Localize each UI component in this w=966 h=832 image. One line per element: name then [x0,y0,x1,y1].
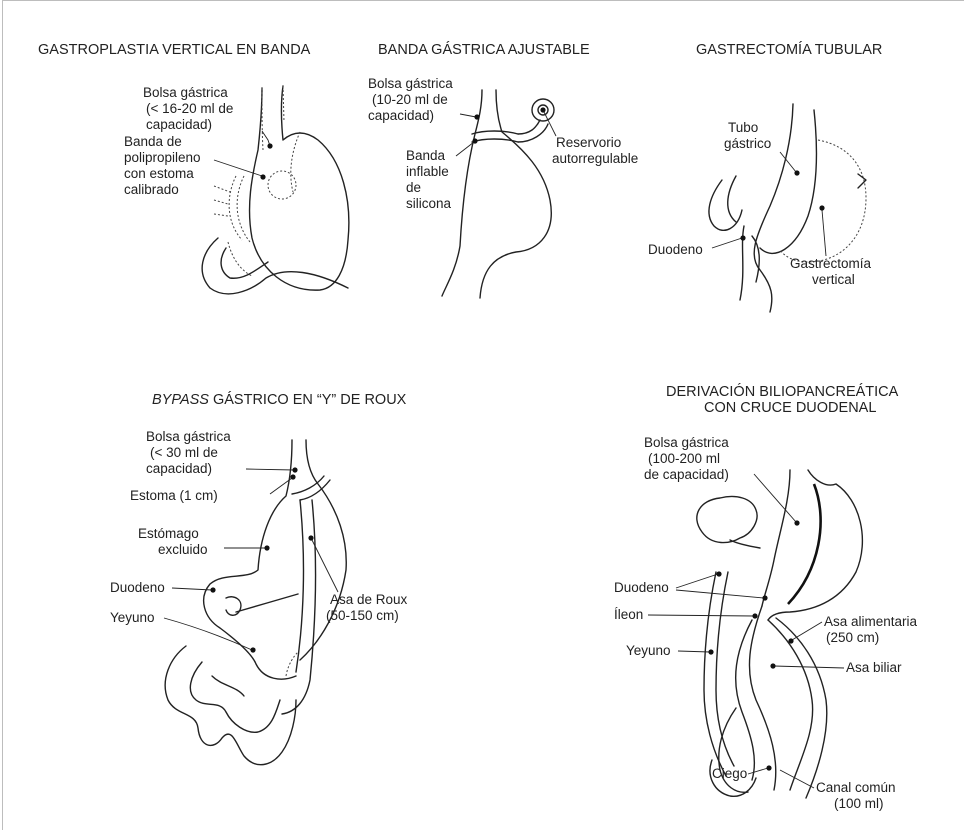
label-roux-pouch: Bolsa gástrica (< 30 ml de capacidad) [146,429,298,476]
title-roux-rest: GÁSTRICO EN “Y” DE ROUX [209,391,407,408]
label-bpd-biliary: Asa biliar [770,660,902,675]
svg-text:silicona: silicona [406,196,452,211]
svg-text:(< 16-20 ml de: (< 16-20 ml de [146,101,233,116]
label-roux-limb: Asa de Roux (50-150 cm) [308,535,407,623]
svg-text:autorregulable: autorregulable [552,151,638,166]
svg-text:gástrico: gástrico [724,136,771,151]
label-vbg-band: Banda de polipropileno con estoma calibr… [124,134,266,197]
svg-text:Yeyuno: Yeyuno [626,643,671,658]
svg-text:Ciego: Ciego [712,766,747,781]
svg-text:calibrado: calibrado [124,182,179,197]
svg-text:Íleon: Íleon [614,607,643,622]
label-band-pouch: Bolsa gástrica (10-20 ml de capacidad) [368,76,480,123]
svg-text:(100-200 ml: (100-200 ml [648,451,720,466]
label-bpd-pouch: Bolsa gástrica (100-200 ml de capacidad) [644,435,800,526]
title-roux-en-y-bypass: BYPASS GÁSTRICO EN “Y” DE ROUX [152,391,407,408]
label-bpd-alimentary: Asa alimentaria (250 cm) [788,614,917,645]
svg-text:Duodeno: Duodeno [110,580,165,595]
svg-text:Bolsa gástrica: Bolsa gástrica [368,76,453,91]
svg-text:vertical: vertical [812,272,855,287]
label-band-reservoir: Reservorio autorregulable [540,107,638,166]
panel-sleeve-gastrectomy: GASTRECTOMÍA TUBULAR Tubo gástrico Duode… [648,41,882,312]
svg-text:Gastrectomía: Gastrectomía [790,256,872,271]
svg-text:Yeyuno: Yeyuno [110,610,155,625]
label-bpd-ileum: Íleon [614,607,758,622]
svg-text:capacidad): capacidad) [146,461,212,476]
svg-text:polipropileno: polipropileno [124,150,201,165]
svg-text:Bolsa gástrica: Bolsa gástrica [143,85,228,100]
svg-text:con estoma: con estoma [124,166,194,181]
label-roux-excluded: Estómago excluido [138,526,270,557]
label-bpd-cecum: Ciego [712,765,772,781]
svg-text:Bolsa gástrica: Bolsa gástrica [146,429,231,444]
svg-text:de: de [406,180,421,195]
panel-adjustable-gastric-band: BANDA GÁSTRICA AJUSTABLE Bolsa gástrica … [368,41,638,298]
svg-text:Bolsa gástrica: Bolsa gástrica [644,435,729,450]
svg-text:Duodeno: Duodeno [614,580,669,595]
svg-text:inflable: inflable [406,164,449,179]
title-vertical-banded-gastroplasty: GASTROPLASTIA VERTICAL EN BANDA [38,42,311,58]
svg-text:(10-20 ml de: (10-20 ml de [372,92,448,107]
svg-text:de capacidad): de capacidad) [644,467,729,482]
svg-text:(< 30 ml de: (< 30 ml de [150,445,218,460]
svg-text:Canal común: Canal común [816,780,896,795]
svg-text:(250 cm): (250 cm) [826,630,879,645]
svg-text:Asa biliar: Asa biliar [846,660,902,675]
label-sleeve-duodenum: Duodeno [648,235,746,257]
panel-biliopancreatic-diversion: DERIVACIÓN BILIOPANCREÁTICA CON CRUCE DU… [614,383,918,811]
label-roux-stoma: Estoma (1 cm) [130,474,296,503]
svg-text:capacidad): capacidad) [146,117,212,132]
svg-text:excluido: excluido [158,542,208,557]
label-roux-jejunum: Yeyuno [110,610,256,653]
label-bpd-duodenum: Duodeno [614,571,768,600]
svg-text:capacidad): capacidad) [368,108,434,123]
svg-text:Banda: Banda [406,148,446,163]
svg-text:Asa de Roux: Asa de Roux [330,592,408,607]
label-roux-duodenum: Duodeno [110,580,216,595]
svg-text:(100 ml): (100 ml) [834,796,884,811]
stomach-drawing-band [442,90,554,298]
svg-text:Tubo: Tubo [728,120,758,135]
svg-text:Banda de: Banda de [124,134,182,149]
svg-text:Estómago: Estómago [138,526,199,541]
title-roux-italic: BYPASS [152,392,209,408]
title-biliopancreatic-line1: DERIVACIÓN BILIOPANCREÁTICA [666,383,899,400]
stomach-drawing-vbg [202,86,349,294]
title-biliopancreatic-line2: CON CRUCE DUODENAL [704,400,876,416]
panel-vertical-banded-gastroplasty: GASTROPLASTIA VERTICAL EN BANDA Bolsa gá… [38,42,349,294]
svg-text:Asa alimentaria: Asa alimentaria [824,614,918,629]
svg-text:(50-150 cm): (50-150 cm) [326,608,399,623]
label-bpd-jejunum: Yeyuno [626,643,714,658]
svg-text:Estoma (1 cm): Estoma (1 cm) [130,488,218,503]
title-adjustable-gastric-band: BANDA GÁSTRICA AJUSTABLE [378,41,590,58]
label-sleeve-vertical: Gastrectomía vertical [790,205,872,287]
panel-roux-en-y-bypass: BYPASS GÁSTRICO EN “Y” DE ROUX Bolsa gás… [110,391,408,765]
svg-text:Duodeno: Duodeno [648,242,703,257]
label-bpd-common-channel: Canal común (100 ml) [780,770,896,811]
svg-text:Reservorio: Reservorio [556,135,621,150]
title-sleeve-gastrectomy: GASTRECTOMÍA TUBULAR [696,41,882,58]
